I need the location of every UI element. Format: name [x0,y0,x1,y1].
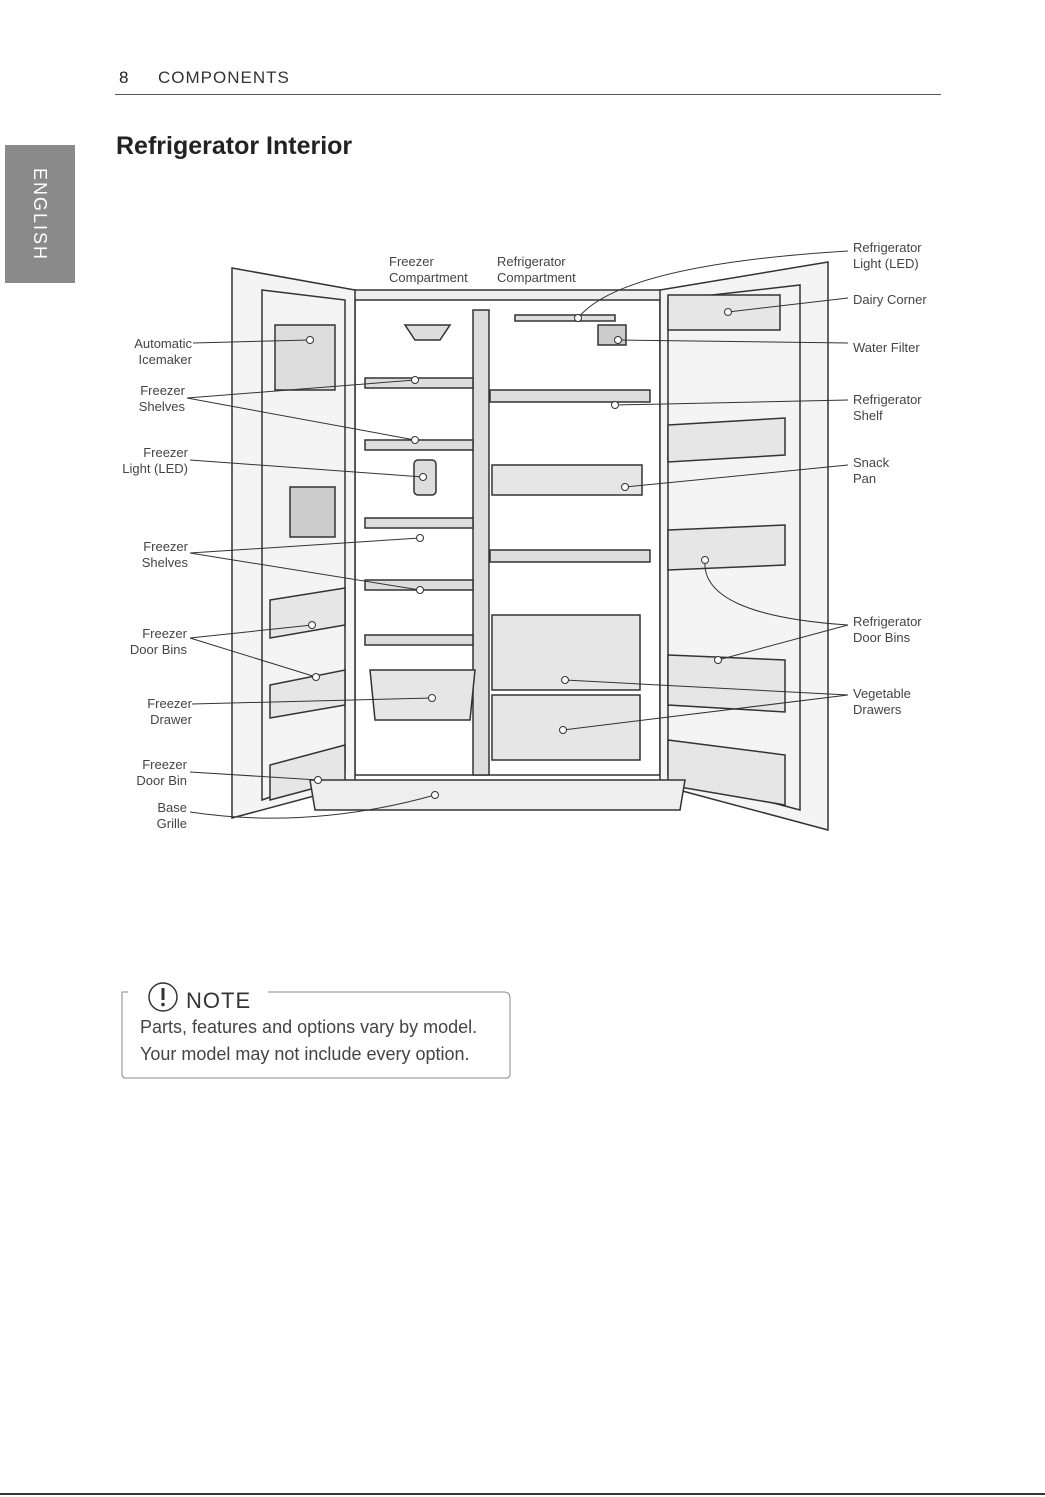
refrigerator-door-bin-3 [668,655,785,712]
callout-dot [307,337,314,344]
dairy-corner [668,295,780,330]
label-freezer-door-bin: Freezer Door Bin [100,757,187,789]
callout-dot [417,587,424,594]
label-dairy-corner: Dairy Corner [853,292,927,308]
snack-pan [492,465,642,495]
note-body: Parts, features and options vary by mode… [140,1014,477,1068]
callout-dot [429,695,436,702]
callout-dot [417,535,424,542]
callout-dot [612,402,619,409]
label-refrigerator-door-bins: Refrigerator Door Bins [853,614,922,646]
center-divider [473,310,489,775]
refrigerator-light-strip [515,315,615,321]
label-refrigerator-compartment: Refrigerator Compartment [497,254,576,286]
note-line-1: Parts, features and options vary by mode… [140,1014,477,1041]
label-refrigerator-shelf: Refrigerator Shelf [853,392,922,424]
refrigerator-shelf-2 [490,550,650,562]
callout-dot [313,674,320,681]
callout-dot [725,309,732,316]
callout-dot [420,474,427,481]
refrigerator-shelf-1 [490,390,650,402]
exclamation-circle-icon [146,980,180,1014]
label-freezer-door-bins: Freezer Door Bins [100,626,187,658]
callout-dot [412,437,419,444]
callout-dot [560,727,567,734]
callout-dot [315,777,322,784]
callout-dot [715,657,722,664]
refrigerator-door-bin-2 [668,525,785,570]
callout-dot [432,792,439,799]
note-box: NOTE Parts, features and options vary by… [118,988,514,1080]
callout-dot [562,677,569,684]
callout-dot [615,337,622,344]
dispenser-panel [290,487,335,537]
label-water-filter: Water Filter [853,340,920,356]
footer-rule [0,1493,1045,1495]
icemaker [275,325,335,390]
label-freezer-compartment: Freezer Compartment [389,254,468,286]
callout-dot [412,377,419,384]
label-base-grille: Base Grille [110,800,187,832]
label-freezer-drawer: Freezer Drawer [110,696,192,728]
note-line-2: Your model may not include every option. [140,1041,477,1068]
cabinet-top [345,290,670,300]
callout-dot [702,557,709,564]
callout-dot [575,315,582,322]
freezer-drawer [370,670,475,720]
freezer-shelf-3 [365,518,473,528]
freezer-vent [405,325,450,340]
note-title: NOTE [186,988,251,1014]
label-snack-pan: Snack Pan [853,455,889,487]
water-filter [598,325,626,345]
base-grille [310,780,685,810]
callout-dot [309,622,316,629]
label-refrigerator-light: Refrigerator Light (LED) [853,240,922,272]
callout-dot [622,484,629,491]
label-freezer-shelves-2: Freezer Shelves [110,539,188,571]
freezer-shelf-5 [365,635,473,645]
label-automatic-icemaker: Automatic Icemaker [110,336,192,368]
label-freezer-light: Freezer Light (LED) [100,445,188,477]
label-vegetable-drawers: Vegetable Drawers [853,686,911,718]
label-freezer-shelves-1: Freezer Shelves [110,383,185,415]
freezer-shelf-2 [365,440,473,450]
refrigerator-door-bin-1 [668,418,785,462]
